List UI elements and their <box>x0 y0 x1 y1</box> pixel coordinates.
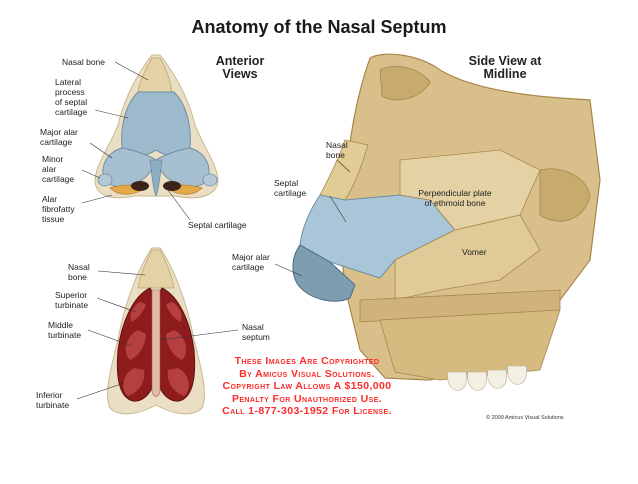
inferior-turbinate-right <box>167 368 189 396</box>
lateral-process-cartilage <box>121 91 191 157</box>
label-septal-cartilage-top: Septal cartilage <box>188 220 247 230</box>
nasal-bone-bottom <box>137 249 175 289</box>
tooth <box>507 365 528 385</box>
label-perpendicular-plate: Perpendicular plate of ethmoid bone <box>418 188 492 208</box>
minor-alar-left <box>97 173 113 187</box>
label-nasal-septum: Nasal septum <box>242 322 270 342</box>
copyright-notice: © 2009 Amicus Visual Solutions <box>486 415 564 421</box>
leader-lines <box>76 61 351 400</box>
tooth <box>467 371 488 391</box>
nasal-septum-bottom <box>151 289 161 397</box>
septal-cartilage-top <box>149 159 163 198</box>
label-alar-fibrofatty: Alar fibrofatty tissue <box>42 194 75 224</box>
label-superior-turbinate: Superior turbinate <box>55 290 89 310</box>
vomer <box>394 214 541 301</box>
nasal-bone-top <box>137 57 173 93</box>
label-nasal-bone-bottom: Nasal bone <box>68 262 90 282</box>
label-major-alar-side: Major alar cartilage <box>232 252 270 272</box>
label-septal-cartilage-side: Septal cartilage <box>274 178 307 198</box>
side-view-heading: Side View at Midline <box>468 54 542 81</box>
label-vomer: Vomer <box>462 247 487 257</box>
sphenoid-sinus <box>539 168 591 222</box>
label-minor-alar: Minor alar cartilage <box>42 154 75 184</box>
minor-alar-right <box>202 173 218 187</box>
middle-turbinate-left <box>125 330 146 360</box>
tooth <box>487 369 508 389</box>
frontal-sinus <box>379 66 431 101</box>
label-nasal-bone-top: Nasal bone <box>62 57 106 67</box>
inferior-turbinate-left <box>123 368 145 396</box>
label-major-alar-top: Major alar cartilage <box>40 127 78 147</box>
major-alar-side <box>292 244 356 302</box>
nostril-right <box>163 181 181 191</box>
label-middle-turbinate: Middle turbinate <box>48 320 82 340</box>
teeth <box>447 365 528 391</box>
page-title: Anatomy of the Nasal Septum <box>191 17 447 37</box>
nostril-left <box>131 181 149 191</box>
label-nasal-bone-side: Nasal bone <box>326 140 348 160</box>
label-inferior-turbinate: Inferior turbinate <box>36 390 70 410</box>
anterior-view-bottom <box>107 247 205 415</box>
anterior-views-heading: Anterior Views <box>215 54 265 81</box>
tooth <box>447 371 468 391</box>
label-lateral-process: Lateral process of septal cartilage <box>55 77 88 117</box>
anterior-view-top <box>94 54 219 199</box>
superior-turbinate-right <box>166 302 182 322</box>
superior-turbinate-left <box>130 302 146 322</box>
side-view <box>292 53 601 391</box>
copyright-watermark: These Images Are Copyrighted By Amicus V… <box>222 355 392 417</box>
